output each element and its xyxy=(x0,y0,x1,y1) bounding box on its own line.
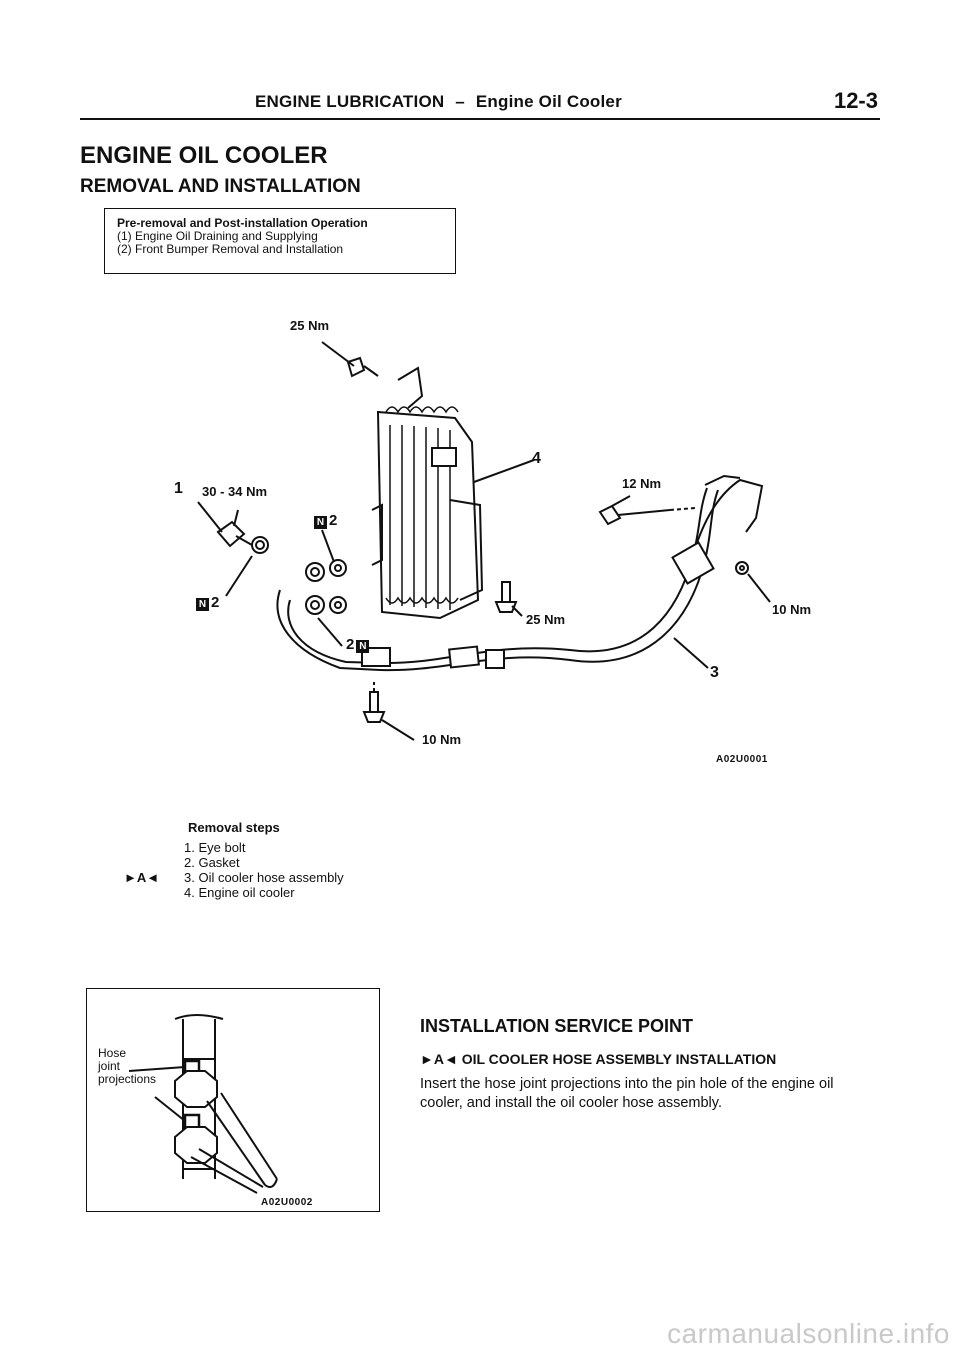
header-main: ENGINE LUBRICATION xyxy=(255,92,445,111)
new-part-mark: N xyxy=(314,516,327,529)
oil-cooler-illustration xyxy=(197,341,771,741)
torque-label: 10 Nm xyxy=(422,732,462,747)
label-line: Hose xyxy=(98,1046,127,1060)
removal-step-text: 3. Oil cooler hose assembly xyxy=(184,870,344,885)
torque-label: 25 Nm xyxy=(290,318,330,333)
part-number-label: 1 xyxy=(174,480,183,497)
gasket-number: 2 xyxy=(329,512,338,529)
label-line: joint xyxy=(98,1059,121,1073)
service-subtitle-text: OIL COOLER HOSE ASSEMBLY INSTALLATION xyxy=(461,1051,777,1067)
watermark: carmanualsonline.info xyxy=(667,1318,950,1349)
part-number-label: 4 xyxy=(532,450,541,467)
service-point-marker: ►A◄ xyxy=(420,1051,458,1067)
torque-label: 30 - 34 Nm xyxy=(202,484,268,499)
hose-joint-figure: Hose joint projections A02U0002 xyxy=(86,988,380,1212)
torque-label: 10 Nm xyxy=(772,602,812,617)
installation-service-point: INSTALLATION SERVICE POINT ►A◄ OIL COOLE… xyxy=(420,1016,860,1113)
torque-label: 25 Nm xyxy=(526,612,566,627)
removal-step-text: 4. Engine oil cooler xyxy=(184,885,295,900)
header-title: ENGINE LUBRICATION – Engine Oil Cooler xyxy=(255,92,622,112)
pre-removal-line: (1) Engine Oil Draining and Supplying xyxy=(117,229,318,243)
removal-steps-heading: Removal steps xyxy=(188,820,280,835)
pre-removal-box: Pre-removal and Post-installation Operat… xyxy=(104,208,456,274)
header-rule xyxy=(80,118,880,120)
removal-step: 1. Eye bolt xyxy=(124,840,245,855)
gasket-number: 2 xyxy=(346,636,355,653)
removal-step-text: 2. Gasket xyxy=(184,855,240,870)
page-number: 12-3 xyxy=(833,88,878,113)
new-part-mark: N xyxy=(196,598,209,611)
removal-step: ►A◄ 3. Oil cooler hose assembly xyxy=(124,870,344,885)
page-title: ENGINE OIL COOLER xyxy=(80,142,328,169)
part-number-label: 3 xyxy=(710,664,719,681)
service-instructions: Insert the hose joint projections into t… xyxy=(420,1076,834,1111)
gasket-number: 2 xyxy=(211,594,220,611)
new-part-mark: N xyxy=(356,640,370,653)
hose-joint-label: Hose joint projections xyxy=(98,1047,156,1086)
pre-removal-line: (2) Front Bumper Removal and Installatio… xyxy=(117,242,344,256)
header-separator: – xyxy=(455,92,465,111)
figure-code: A02U0002 xyxy=(261,1197,313,1208)
service-title: INSTALLATION SERVICE POINT xyxy=(420,1016,694,1036)
service-subtitle: ►A◄ OIL COOLER HOSE ASSEMBLY INSTALLATIO… xyxy=(420,1051,860,1067)
label-line: projections xyxy=(98,1072,157,1086)
removal-step-text: 1. Eye bolt xyxy=(184,840,246,855)
figure-code: A02U0001 xyxy=(716,754,768,765)
header-section: Engine Oil Cooler xyxy=(475,92,622,111)
torque-label: 12 Nm xyxy=(622,476,662,491)
service-point-marker: ►A◄ xyxy=(124,870,160,885)
section-subtitle: REMOVAL AND INSTALLATION xyxy=(80,176,361,197)
hose-joint-illustration xyxy=(128,1014,278,1194)
pre-removal-heading: Pre-removal and Post-installation Operat… xyxy=(117,216,368,230)
removal-step: 2. Gasket xyxy=(124,855,240,870)
removal-step: 4. Engine oil cooler xyxy=(124,885,295,900)
